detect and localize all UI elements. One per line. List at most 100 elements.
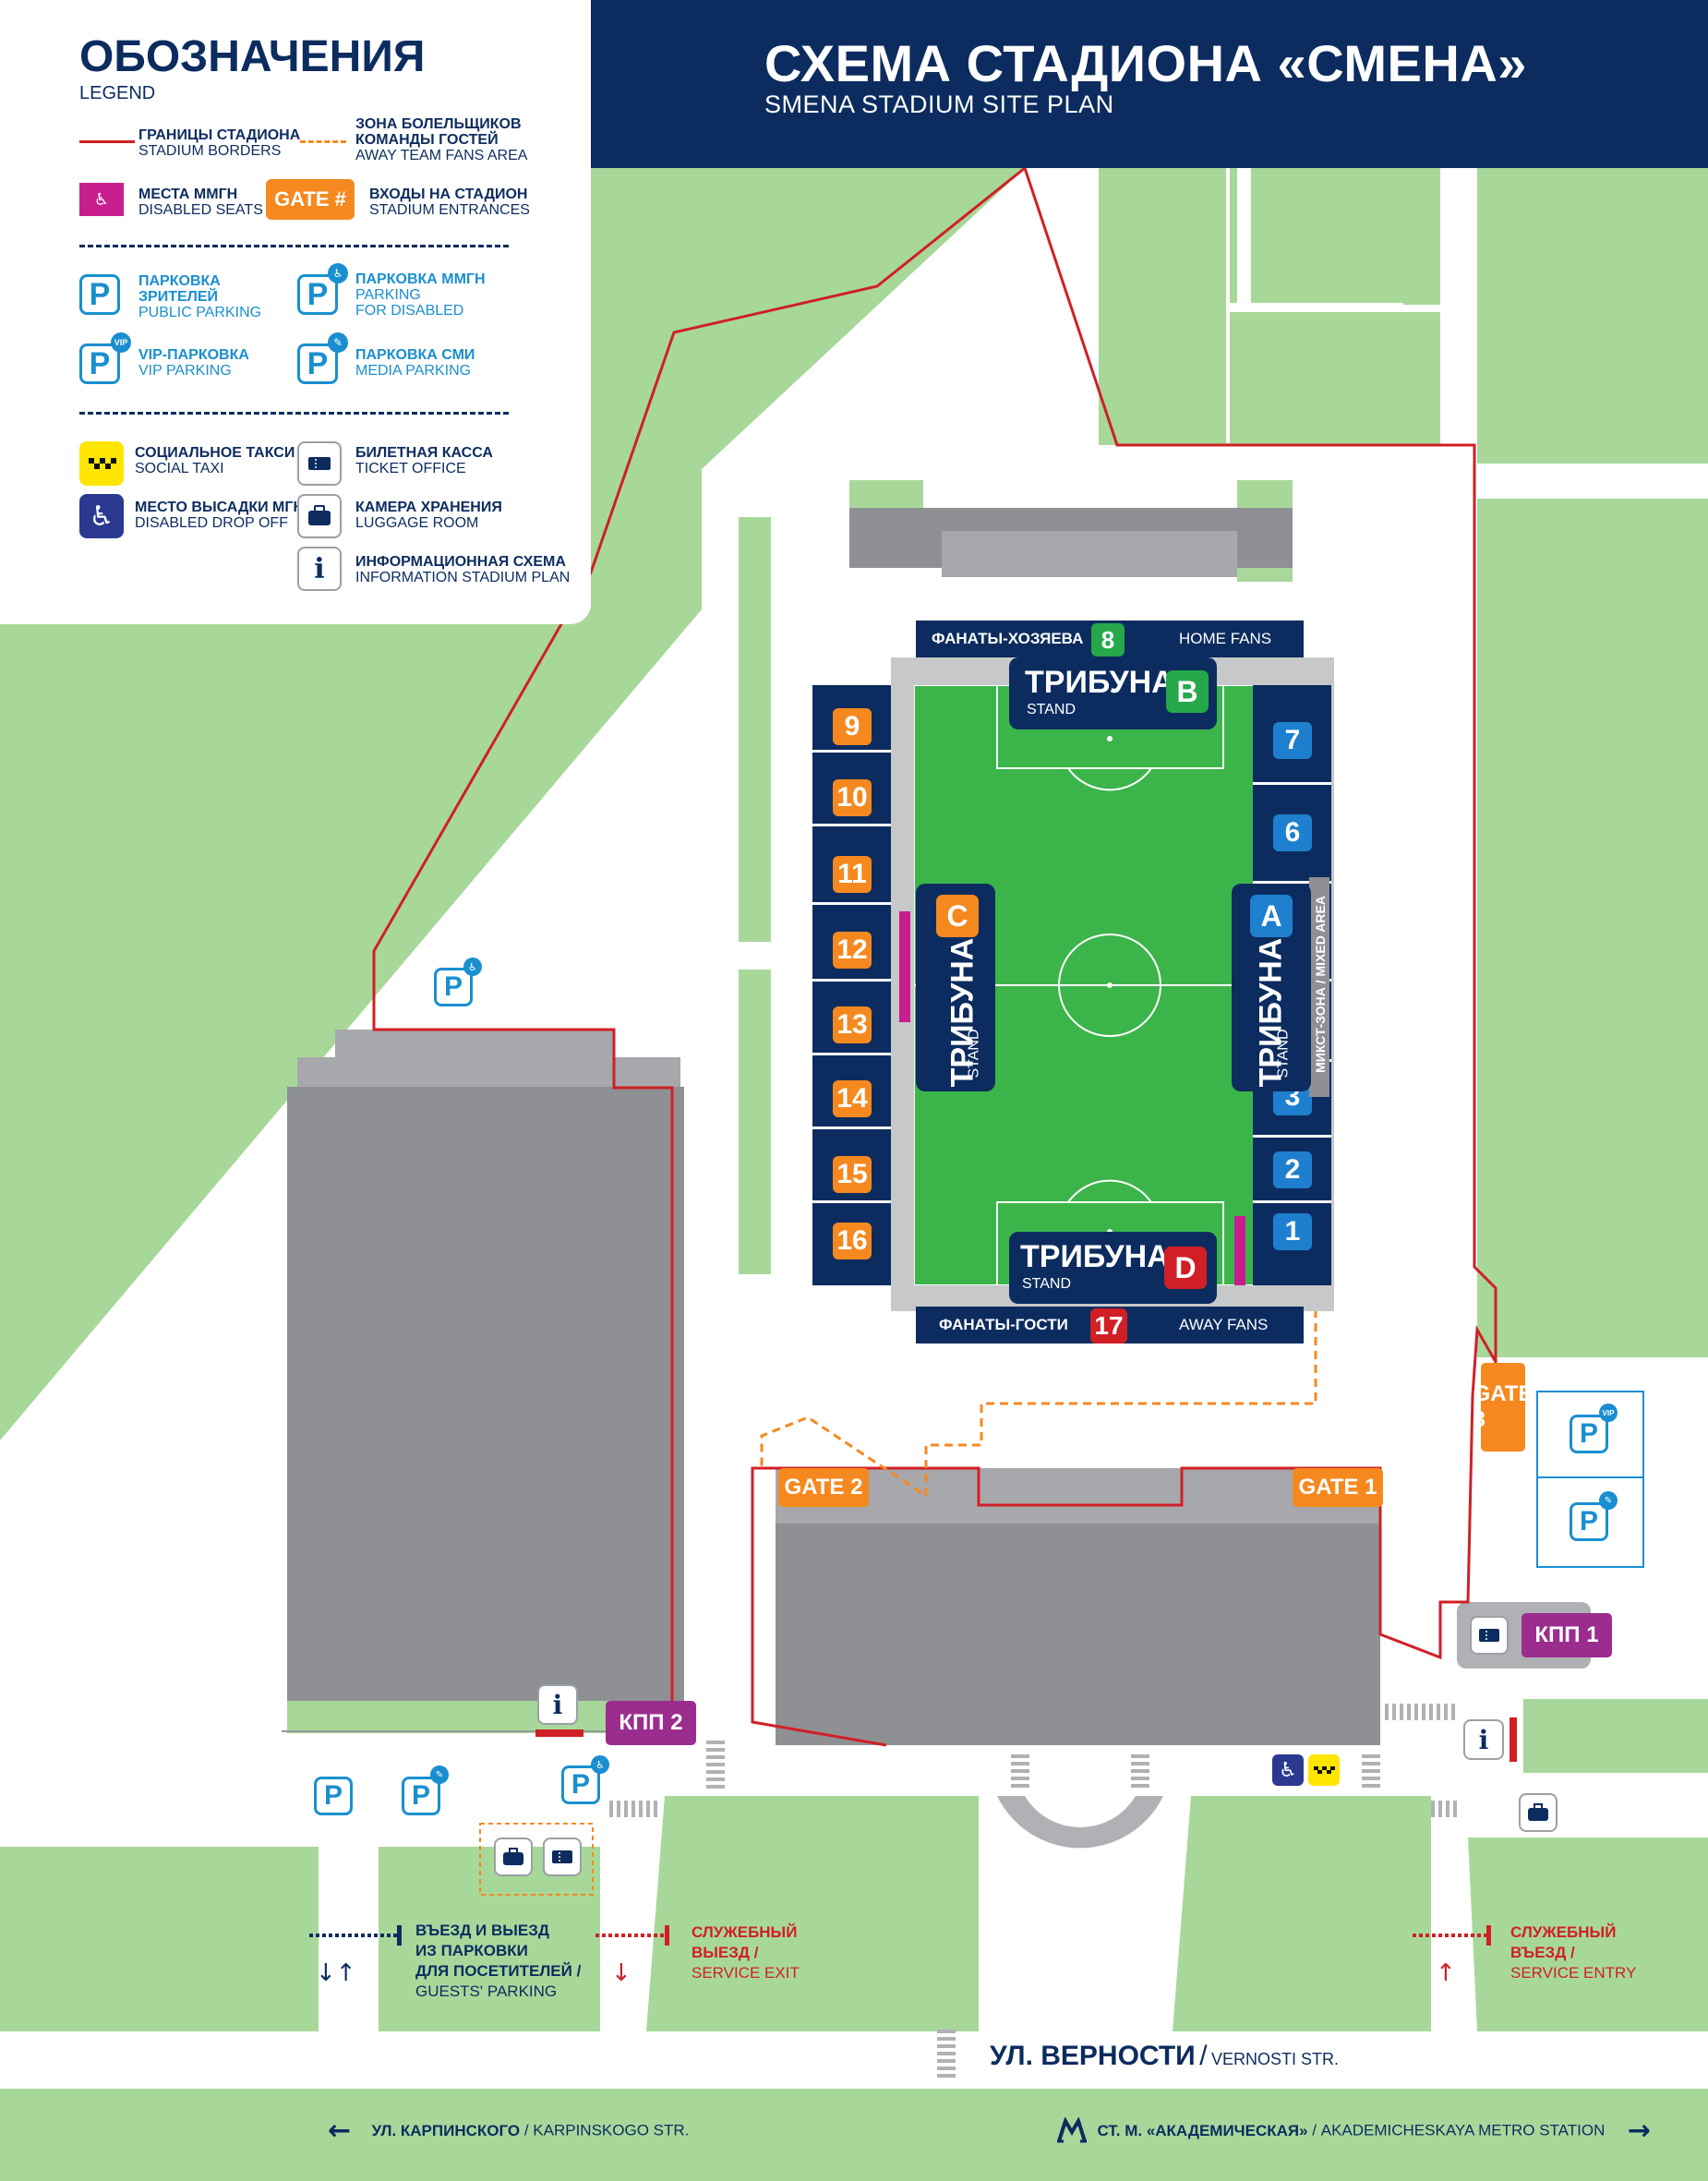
svg-text:↓: ↓ — [611, 1959, 631, 1985]
map-info-2: i — [1463, 1719, 1504, 1760]
sector-15: 15 — [833, 1156, 872, 1193]
disabled-dropoff-icon: ♿ — [79, 494, 124, 538]
sector-10: 10 — [833, 779, 872, 816]
guests-parking-marker: ↓↑ — [309, 1925, 402, 1985]
map-vip-parking-badge: VIP — [1599, 1404, 1618, 1422]
metro-direction[interactable]: СТ. М. «АКАДЕМИЧЕСКАЯ» / AKADEMICHESKAYA… — [1056, 2115, 1651, 2147]
legend-divider-2 — [79, 412, 509, 415]
svg-text:↓↑: ↓↑ — [316, 1959, 356, 1985]
map-disabled-parking-2-badge: ♿ — [591, 1755, 609, 1774]
vernosti-street-label: УЛ. ВЕРНОСТИ / VERNOSTI STR. — [990, 2041, 1339, 2071]
home-fans-bar: ФАНАТЫ-ХОЗЯЕВА 8 HOME FANS — [916, 621, 1304, 657]
stand-b-en: STAND — [1027, 702, 1077, 717]
arrow-left-icon: ← — [328, 2115, 352, 2147]
guests-parking-label: ВЪЕЗД И ВЫЕЗД ИЗ ПАРКОВКИ ДЛЯ ПОСЕТИТЕЛЕ… — [415, 1922, 582, 2000]
svg-text:↑: ↑ — [1436, 1959, 1456, 1985]
map-info-1-marker — [535, 1729, 583, 1737]
stand-c: C ТРИБУНА STAND — [916, 884, 995, 1091]
sector-11: 11 — [833, 856, 872, 893]
sector-9: 9 — [833, 708, 872, 745]
metro-icon — [1056, 2115, 1088, 2145]
map-media-parking-badge: ✎ — [430, 1765, 449, 1784]
bottom-street-band — [0, 2089, 1708, 2181]
stand-a-letter: A — [1250, 895, 1293, 937]
stand-a: A ТРИБУНА STAND — [1232, 884, 1311, 1091]
sector-14: 14 — [833, 1080, 872, 1117]
page-subtitle: SMENA STADIUM SITE PLAN — [764, 90, 1114, 118]
stand-b: ТРИБУНА STAND B — [1009, 657, 1217, 729]
away-line-sample — [300, 140, 346, 143]
media-parking-icon: P — [297, 343, 338, 384]
stand-d-en: STAND — [1022, 1276, 1072, 1292]
disabled-parking-icon: P — [297, 274, 338, 315]
away-fans-label-ru: ФАНАТЫ-ГОСТИ — [939, 1316, 1068, 1333]
service-exit-label: СЛУЖЕБНЫЙ ВЫЕЗД / SERVICE EXIT — [692, 1923, 800, 1982]
home-fans-sector: 8 — [1091, 623, 1125, 657]
stand-a-en: STAND — [1275, 1029, 1292, 1078]
info-plan-icon: i — [297, 547, 342, 591]
border-line-sample — [79, 140, 135, 143]
page-title: СХЕМА СТАДИОНА «СМЕНА» — [764, 34, 1527, 92]
map-info-2-marker — [1510, 1717, 1517, 1762]
away-fans-sector: 17 — [1090, 1308, 1127, 1344]
away-fans-label-en: AWAY FANS — [1179, 1316, 1269, 1333]
mixed-zone: МИКСТ-ЗОНА / MIXED AREA — [1309, 877, 1329, 1097]
public-parking-icon: P — [79, 274, 120, 315]
stand-d: ТРИБУНА STAND D — [1009, 1232, 1217, 1304]
legend-divider-1 — [79, 245, 509, 247]
sector-1: 1 — [1273, 1213, 1312, 1250]
stand-d-letter: D — [1164, 1247, 1207, 1289]
map-media-parking: P — [402, 1777, 440, 1815]
service-entry-label: СЛУЖЕБНЫЙ ВЪЕЗД / SERVICE ENTRY — [1510, 1923, 1637, 1982]
map-public-parking: P — [314, 1777, 353, 1815]
sector-16: 16 — [833, 1223, 872, 1259]
stand-c-letter: C — [936, 895, 979, 937]
legend-title: ОБОЗНАЧЕНИЯ — [79, 32, 426, 81]
map-media-parking-2: P — [1570, 1502, 1608, 1541]
map-disabled-dropoff: ♿ — [1272, 1754, 1304, 1786]
away-fans-bar: ФАНАТЫ-ГОСТИ 17 AWAY FANS — [916, 1307, 1304, 1344]
service-entry-marker: ↑ — [1413, 1925, 1491, 1985]
left-sector-column: 9 10 11 12 13 14 15 16 — [812, 685, 891, 1285]
gate-2: GATE 2 — [778, 1468, 869, 1507]
home-fans-label-ru: ФАНАТЫ-ХОЗЯЕВА — [932, 630, 1084, 647]
taxi-icon — [79, 441, 124, 486]
vip-parking-icon: P — [79, 343, 120, 384]
map-luggage-2 — [494, 1838, 533, 1876]
arrow-right-icon: → — [1627, 2115, 1651, 2147]
gate-3: GATE 3 — [1473, 1363, 1533, 1452]
luggage-room-icon — [297, 494, 342, 538]
map-disabled-parking-1-badge: ♿ — [463, 958, 482, 976]
stand-b-letter: B — [1166, 670, 1209, 713]
karpinskogo-direction[interactable]: ← УЛ. КАРПИНСКОГО / KARPINSKOGO STR. — [328, 2115, 690, 2147]
disabled-seats-right — [1234, 1216, 1245, 1285]
vip-badge-icon: VIP — [111, 332, 131, 353]
map-info-1: i — [537, 1684, 578, 1725]
kpp-2: КПП 2 — [606, 1701, 696, 1745]
sector-6: 6 — [1273, 814, 1312, 851]
home-fans-label-en: HOME FANS — [1179, 630, 1272, 647]
sector-13: 13 — [833, 1006, 872, 1043]
sector-7: 7 — [1273, 722, 1312, 759]
map-ticket-office-2 — [543, 1838, 582, 1876]
header-band — [591, 0, 1708, 168]
service-exit-marker: ↓ — [595, 1925, 669, 1985]
gate-badge-sample: GATE # — [266, 179, 355, 220]
disabled-seats-swatch: ♿ — [79, 183, 124, 216]
stand-b-label: ТРИБУНА — [1025, 665, 1174, 700]
stand-d-label: ТРИБУНА — [1020, 1239, 1170, 1274]
kpp-1: КПП 1 — [1522, 1613, 1612, 1657]
